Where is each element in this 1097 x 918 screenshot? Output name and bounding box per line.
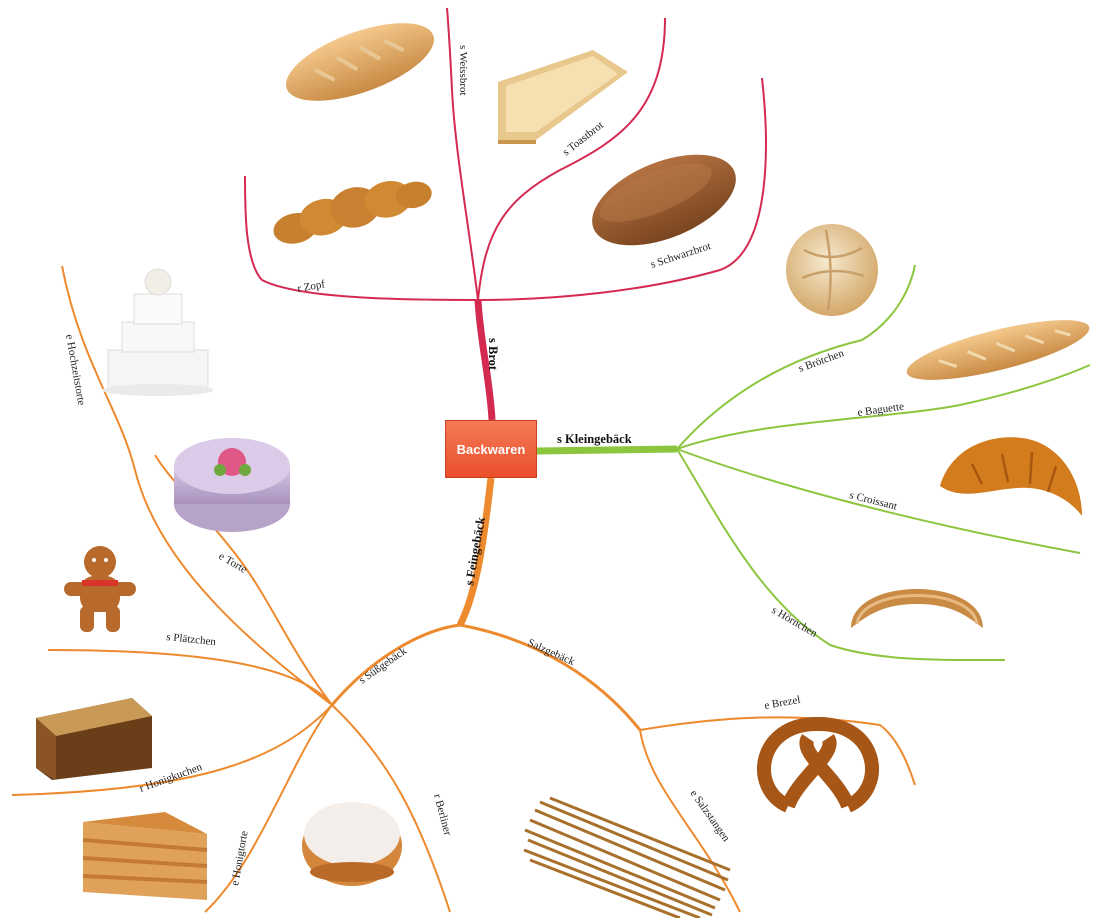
item-label-weissbrot: s Weissbrot	[457, 45, 469, 96]
branch-label-brot: s Brot	[486, 338, 500, 371]
center-node-label: Backwaren	[457, 442, 526, 457]
honigtorte-picture	[83, 812, 207, 900]
item-label-plaetzchen: s Plätzchen	[166, 631, 217, 648]
hochzeitstorte-picture	[102, 269, 214, 396]
branch-line-salzgebaeck	[460, 625, 640, 730]
branch-line-honigtorte	[205, 705, 332, 912]
center-node-backwaren: Backwaren	[445, 420, 537, 478]
honigkuchen-picture	[36, 698, 152, 780]
schwarzbrot-picture	[579, 136, 748, 263]
berliner-picture	[302, 802, 402, 886]
item-label-toastbrot: s Toastbrot	[560, 119, 605, 158]
torte-picture	[174, 438, 290, 532]
baguette-picture	[902, 308, 1094, 392]
branch-line-plaetzchen	[48, 650, 332, 705]
brezel-picture	[764, 724, 872, 806]
toastbrot-picture	[498, 50, 628, 144]
item-label-torte: e Torte	[217, 550, 250, 576]
hoernchen-picture	[851, 589, 983, 628]
item-label-hoernchen: s Hörnchen	[770, 604, 820, 640]
branch-label-kleingebaeck: s Kleingebäck	[557, 432, 632, 446]
branch-label-salzgebaeck: Salzgebäck	[526, 637, 577, 669]
item-label-zopf: r Zopf	[296, 278, 326, 295]
weissbrot-picture	[276, 7, 443, 117]
croissant-picture	[940, 437, 1082, 516]
lebkuchenmann-picture	[64, 546, 136, 632]
item-label-berliner: r Berliner	[431, 793, 454, 837]
salzstangen-picture	[524, 798, 730, 918]
zopf-picture	[268, 172, 436, 248]
branch-line-kleingebaeck-main	[537, 449, 677, 451]
item-label-brezel: e Brezel	[763, 694, 801, 712]
broetchen-picture	[786, 224, 878, 316]
branch-line-suessgebaeck	[332, 625, 460, 705]
item-label-schwarzbrot: s Schwarzbrot	[649, 240, 712, 271]
branch-label-suessgebaeck: s Süßgebäck	[357, 645, 410, 687]
